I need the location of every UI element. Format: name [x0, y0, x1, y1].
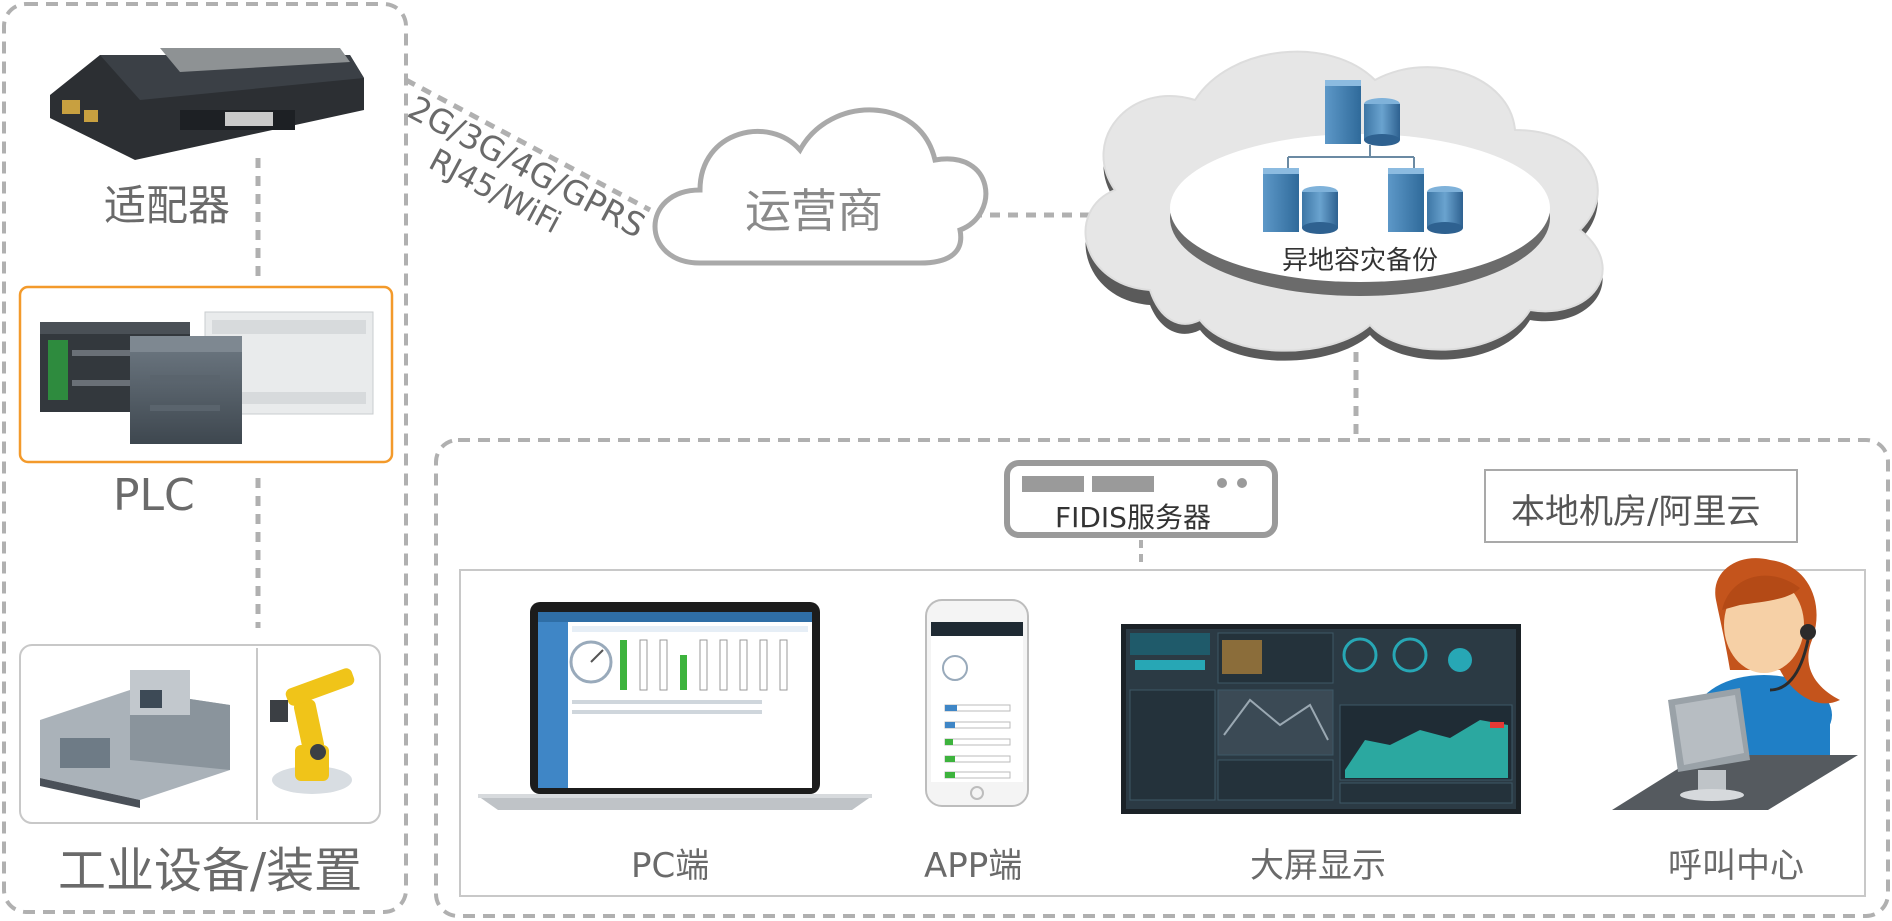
adapter-label: 适配器 [104, 181, 231, 230]
adapter-device-image [50, 48, 364, 160]
location-label-box [1484, 469, 1798, 543]
server-led-2 [1237, 478, 1247, 488]
backup-server-cluster-icon [1263, 80, 1463, 234]
pc-laptop-image [478, 602, 872, 810]
call-center-agent-image [1612, 558, 1858, 810]
client-label-call-center: 呼叫中心 [1668, 846, 1804, 886]
big-screen-dashboard-image [1121, 624, 1521, 814]
location-label: 本地机房/阿里云 [1511, 492, 1761, 532]
server-slot-1 [1022, 476, 1084, 492]
operator-label: 运营商 [745, 184, 883, 238]
client-label-pc: PC端 [631, 846, 710, 886]
machine-tool-image [40, 670, 230, 808]
server-led-1 [1217, 478, 1227, 488]
device-group-border [2, 2, 408, 914]
fidis-server-label: FIDIS服务器 [1055, 501, 1211, 534]
plc-device-image [40, 311, 374, 444]
client-label-app: APP端 [924, 846, 1023, 886]
app-phone-image [925, 599, 1029, 807]
backup-label: 异地容灾备份 [1282, 246, 1439, 276]
operator-cloud-shape [652, 107, 989, 266]
client-label-big-screen: 大屏显示 [1250, 846, 1386, 886]
plc-label: PLC [113, 470, 195, 521]
robot-arm-image [270, 668, 355, 794]
local-datacenter-border [434, 438, 1890, 918]
industrial-equipment-label: 工业设备/装置 [58, 843, 363, 899]
server-slot-2 [1092, 476, 1154, 492]
